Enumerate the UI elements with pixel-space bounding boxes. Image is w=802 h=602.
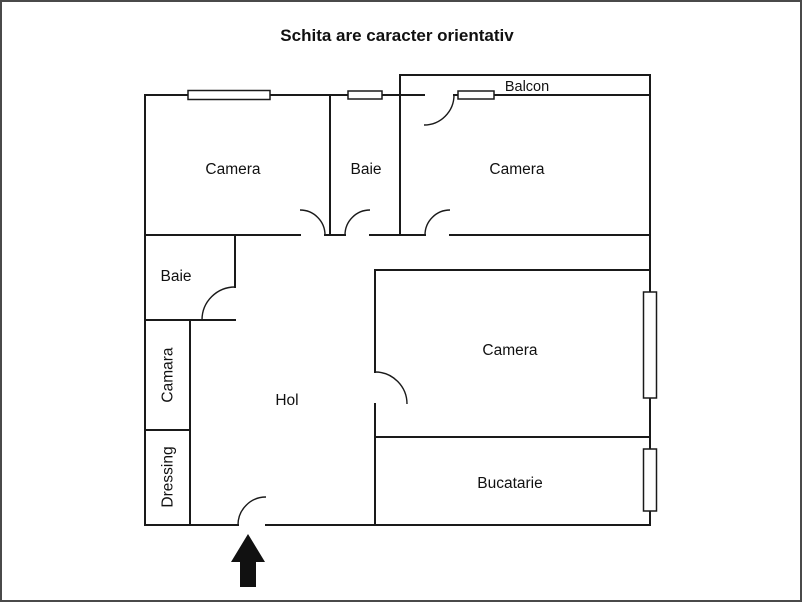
window-camera-middle bbox=[642, 291, 658, 399]
door-balcon bbox=[423, 94, 455, 126]
room-label-bucatarie: Bucatarie bbox=[477, 475, 542, 492]
door-entrance bbox=[237, 496, 267, 526]
room-label-dressing: Dressing bbox=[159, 446, 176, 507]
window-camera-top-left bbox=[187, 89, 271, 101]
room-label-camera-middle: Camera bbox=[482, 342, 538, 359]
door-arcs bbox=[201, 94, 455, 526]
window-balcon bbox=[457, 90, 495, 100]
door-baie-left bbox=[201, 286, 236, 321]
room-label-hol: Hol bbox=[275, 392, 298, 409]
room-label-baie-top: Baie bbox=[350, 161, 381, 178]
door-baie-top bbox=[344, 209, 371, 236]
exterior-walls bbox=[144, 74, 651, 526]
room-label-balcon: Balcon bbox=[505, 79, 549, 95]
windows bbox=[187, 89, 658, 512]
room-label-camara: Camara bbox=[159, 347, 176, 403]
room-label-baie-left: Baie bbox=[160, 268, 191, 285]
window-baie-top bbox=[347, 90, 383, 100]
door-camera-top-right bbox=[424, 209, 451, 236]
room-label-camera-top-left: Camera bbox=[205, 161, 261, 178]
room-label-camera-top-right: Camera bbox=[489, 161, 545, 178]
disclaimer-title: Schita are caracter orientativ bbox=[280, 26, 514, 45]
entrance-arrow-icon bbox=[231, 534, 265, 587]
door-camera-top-left bbox=[299, 209, 326, 236]
door-camera-middle bbox=[374, 371, 408, 405]
window-bucatarie bbox=[642, 448, 658, 512]
interior-walls bbox=[144, 94, 651, 526]
